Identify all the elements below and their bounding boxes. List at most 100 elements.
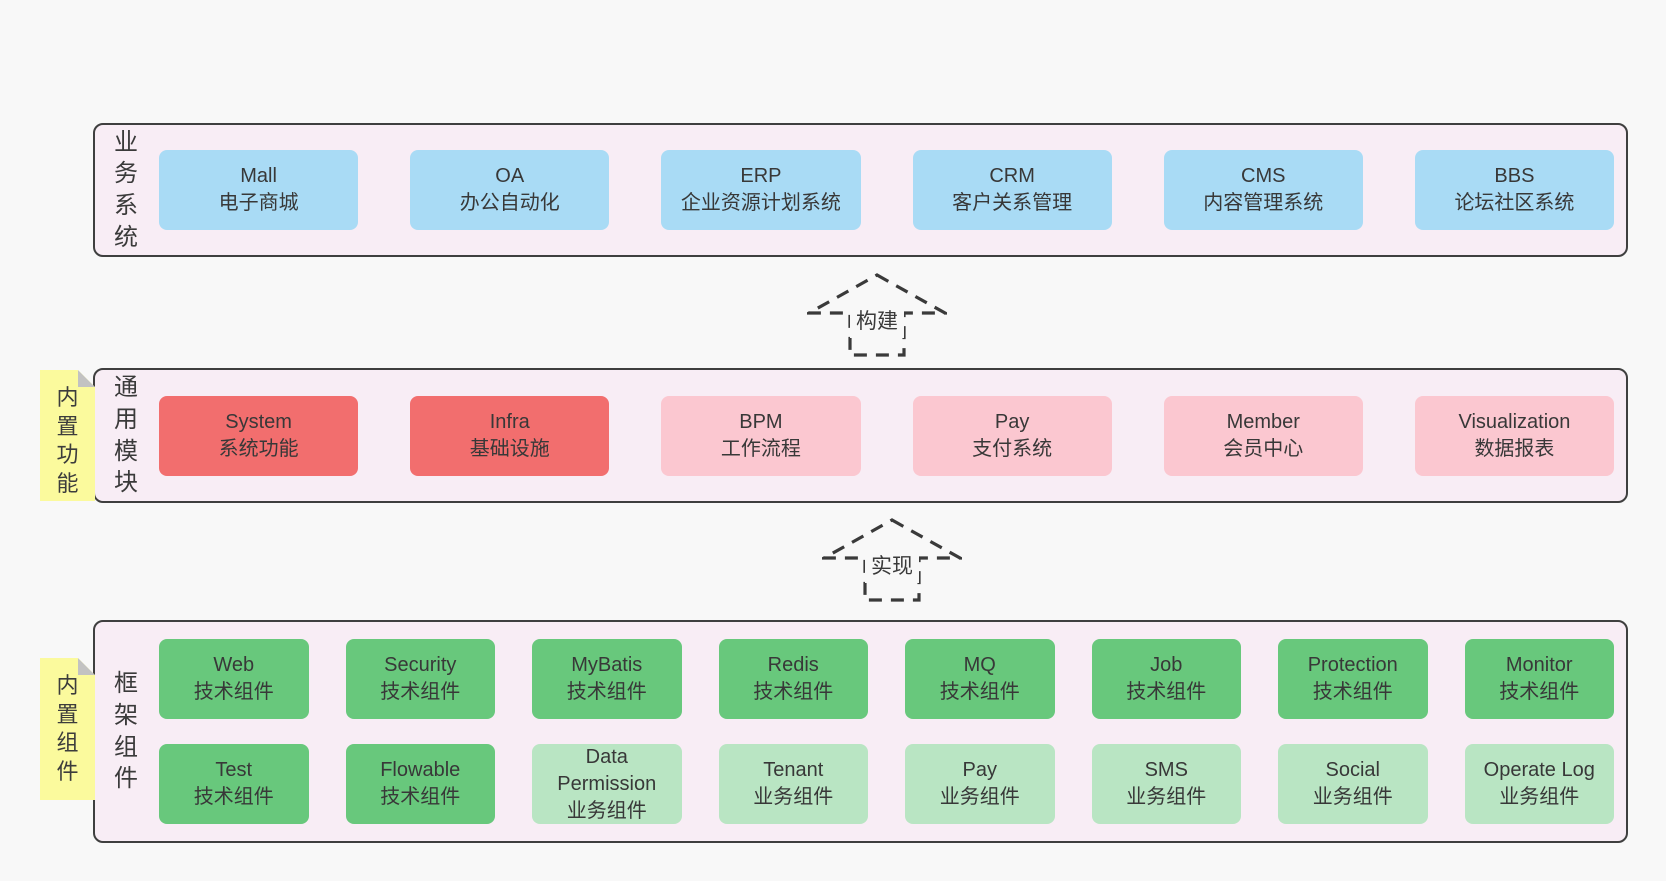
box-subtitle: 业务组件	[1499, 786, 1580, 808]
diagram-box-redis: Redis 技术组件	[718, 639, 868, 719]
diagram-box-monitor: Monitor 技术组件	[1464, 639, 1614, 719]
box-title: MyBatis	[571, 654, 643, 676]
box-subtitle: 业务组件	[939, 786, 1020, 808]
box-subtitle: 系统功能	[218, 437, 299, 460]
arrow-label-implement: 实现	[865, 547, 919, 583]
box-title: Tenant	[763, 759, 824, 781]
box-subtitle: 技术组件	[1499, 681, 1580, 703]
box-title: Pay	[962, 759, 997, 781]
diagram-box-mybatis: MyBatis 技术组件	[532, 639, 682, 719]
diagram-box-operate-log: Operate Log 业务组件	[1464, 744, 1614, 824]
diagram-box-tenant: Tenant 业务组件	[718, 744, 868, 824]
diagram-box-mq: MQ 技术组件	[905, 639, 1055, 719]
box-title: Data Permission	[557, 745, 657, 795]
arrow-label-build: 构建	[850, 302, 904, 338]
box-subtitle: 业务组件	[1126, 786, 1207, 808]
box-title: OA	[495, 165, 525, 187]
box-subtitle: 技术组件	[939, 681, 1020, 703]
sticky-note-built-in-functions: 内置功能	[40, 370, 95, 501]
box-subtitle: 企业资源计划系统	[680, 192, 841, 214]
box-title: Security	[384, 654, 457, 676]
diagram-box-member: Member 会员中心	[1163, 395, 1363, 476]
box-title: Flowable	[380, 759, 461, 781]
box-title: CMS	[1241, 165, 1286, 187]
box-subtitle: 技术组件	[566, 681, 647, 703]
sticky-note-built-in-components: 内置组件	[40, 658, 95, 800]
box-title: ERP	[740, 165, 782, 187]
box-subtitle: 业务组件	[753, 786, 834, 808]
diagram-box-web: Web 技术组件	[159, 639, 309, 719]
box-title: Social	[1325, 759, 1380, 781]
diagram-box-infra: Infra 基础设施	[410, 395, 610, 476]
box-title: Job	[1150, 654, 1183, 676]
layer-label-business-systems: 业务系统	[114, 128, 138, 251]
diagram-box-security: Security 技术组件	[345, 639, 495, 719]
box-subtitle: 电子商城	[218, 192, 299, 214]
diagram-box-system: System 系统功能	[159, 395, 359, 476]
diagram-box-protection: Protection 技术组件	[1278, 639, 1428, 719]
box-subtitle: 会员中心	[1223, 437, 1304, 460]
business-boxes-area: Mall 电子商城 OA 办公自动化 ERP 企业资源计划系统 CRM 客户关系管理 CMS 内容…	[159, 150, 1615, 230]
diagram-box-mall: Mall 电子商城	[159, 150, 359, 230]
box-subtitle: 业务组件	[566, 799, 647, 822]
box-title: Monitor	[1505, 654, 1573, 676]
box-title: Protection	[1307, 654, 1398, 676]
box-title: Redis	[767, 654, 819, 676]
diagram-box-crm: CRM 客户关系管理	[912, 150, 1112, 230]
box-subtitle: 支付系统	[972, 437, 1053, 460]
diagram-box-job: Job 技术组件	[1091, 639, 1241, 719]
box-subtitle: 办公自动化	[459, 192, 560, 214]
up-arrow-icon	[807, 273, 947, 357]
box-subtitle: 内容管理系统	[1203, 192, 1324, 214]
box-subtitle: 工作流程	[720, 437, 801, 460]
box-title: BPM	[739, 410, 783, 433]
layer-label-common-modules: 通用模块	[114, 374, 138, 497]
box-subtitle: 技术组件	[193, 681, 274, 703]
box-title: Infra	[489, 410, 530, 433]
box-title: SMS	[1144, 759, 1188, 781]
diagram-box-pay: Pay 支付系统	[912, 395, 1112, 476]
sticky-note-text: 内置组件	[56, 673, 79, 784]
layer-business-systems: 业务系统 Mall 电子商城 OA 办公自动化 ERP 企业资源计划系统 CRM 客户关系管理…	[93, 123, 1628, 257]
box-title: CRM	[989, 165, 1035, 187]
box-title: Test	[215, 759, 253, 781]
box-subtitle: 技术组件	[1312, 681, 1393, 703]
box-title: System	[225, 410, 292, 433]
box-title: BBS	[1494, 165, 1535, 187]
box-subtitle: 客户关系管理	[952, 192, 1073, 214]
dashed-up-arrow-implement	[822, 518, 962, 602]
layer-label-framework-components: 框架组件	[114, 670, 138, 793]
box-subtitle: 技术组件	[753, 681, 834, 703]
box-subtitle: 技术组件	[380, 786, 461, 808]
box-subtitle: 数据报表	[1474, 437, 1555, 460]
box-title: Mall	[240, 165, 277, 187]
diagram-box-erp: ERP 企业资源计划系统	[661, 150, 861, 230]
box-subtitle: 技术组件	[380, 681, 461, 703]
box-title: Pay	[994, 410, 1030, 433]
diagram-box-bpm: BPM 工作流程	[661, 395, 861, 476]
up-arrow-icon	[822, 518, 962, 602]
diagram-box-oa: OA 办公自动化	[410, 150, 610, 230]
box-row: Mall 电子商城 OA 办公自动化 ERP 企业资源计划系统 CRM 客户关系管理 CMS 内容…	[159, 150, 1615, 230]
box-subtitle: 技术组件	[1126, 681, 1207, 703]
box-subtitle: 基础设施	[469, 437, 550, 460]
diagram-box-flowable: Flowable 技术组件	[345, 744, 495, 824]
box-title: MQ	[963, 654, 996, 676]
diagram-box-cms: CMS 内容管理系统	[1163, 150, 1363, 230]
modules-boxes-area: System 系统功能 Infra 基础设施 BPM 工作流程 Pay 支付系统 Member 会…	[159, 395, 1615, 476]
diagram-box-social: Social 业务组件	[1278, 744, 1428, 824]
box-title: Member	[1226, 410, 1300, 433]
box-row: System 系统功能 Infra 基础设施 BPM 工作流程 Pay 支付系统 Member 会…	[159, 395, 1615, 476]
box-subtitle: 业务组件	[1312, 786, 1393, 808]
diagram-box-pay: Pay 业务组件	[905, 744, 1055, 824]
box-title: Web	[213, 654, 255, 676]
diagram-box-data-permission: Data Permission 业务组件	[532, 744, 682, 824]
dashed-up-arrow-build	[807, 273, 947, 357]
box-title: Operate Log	[1483, 759, 1595, 781]
